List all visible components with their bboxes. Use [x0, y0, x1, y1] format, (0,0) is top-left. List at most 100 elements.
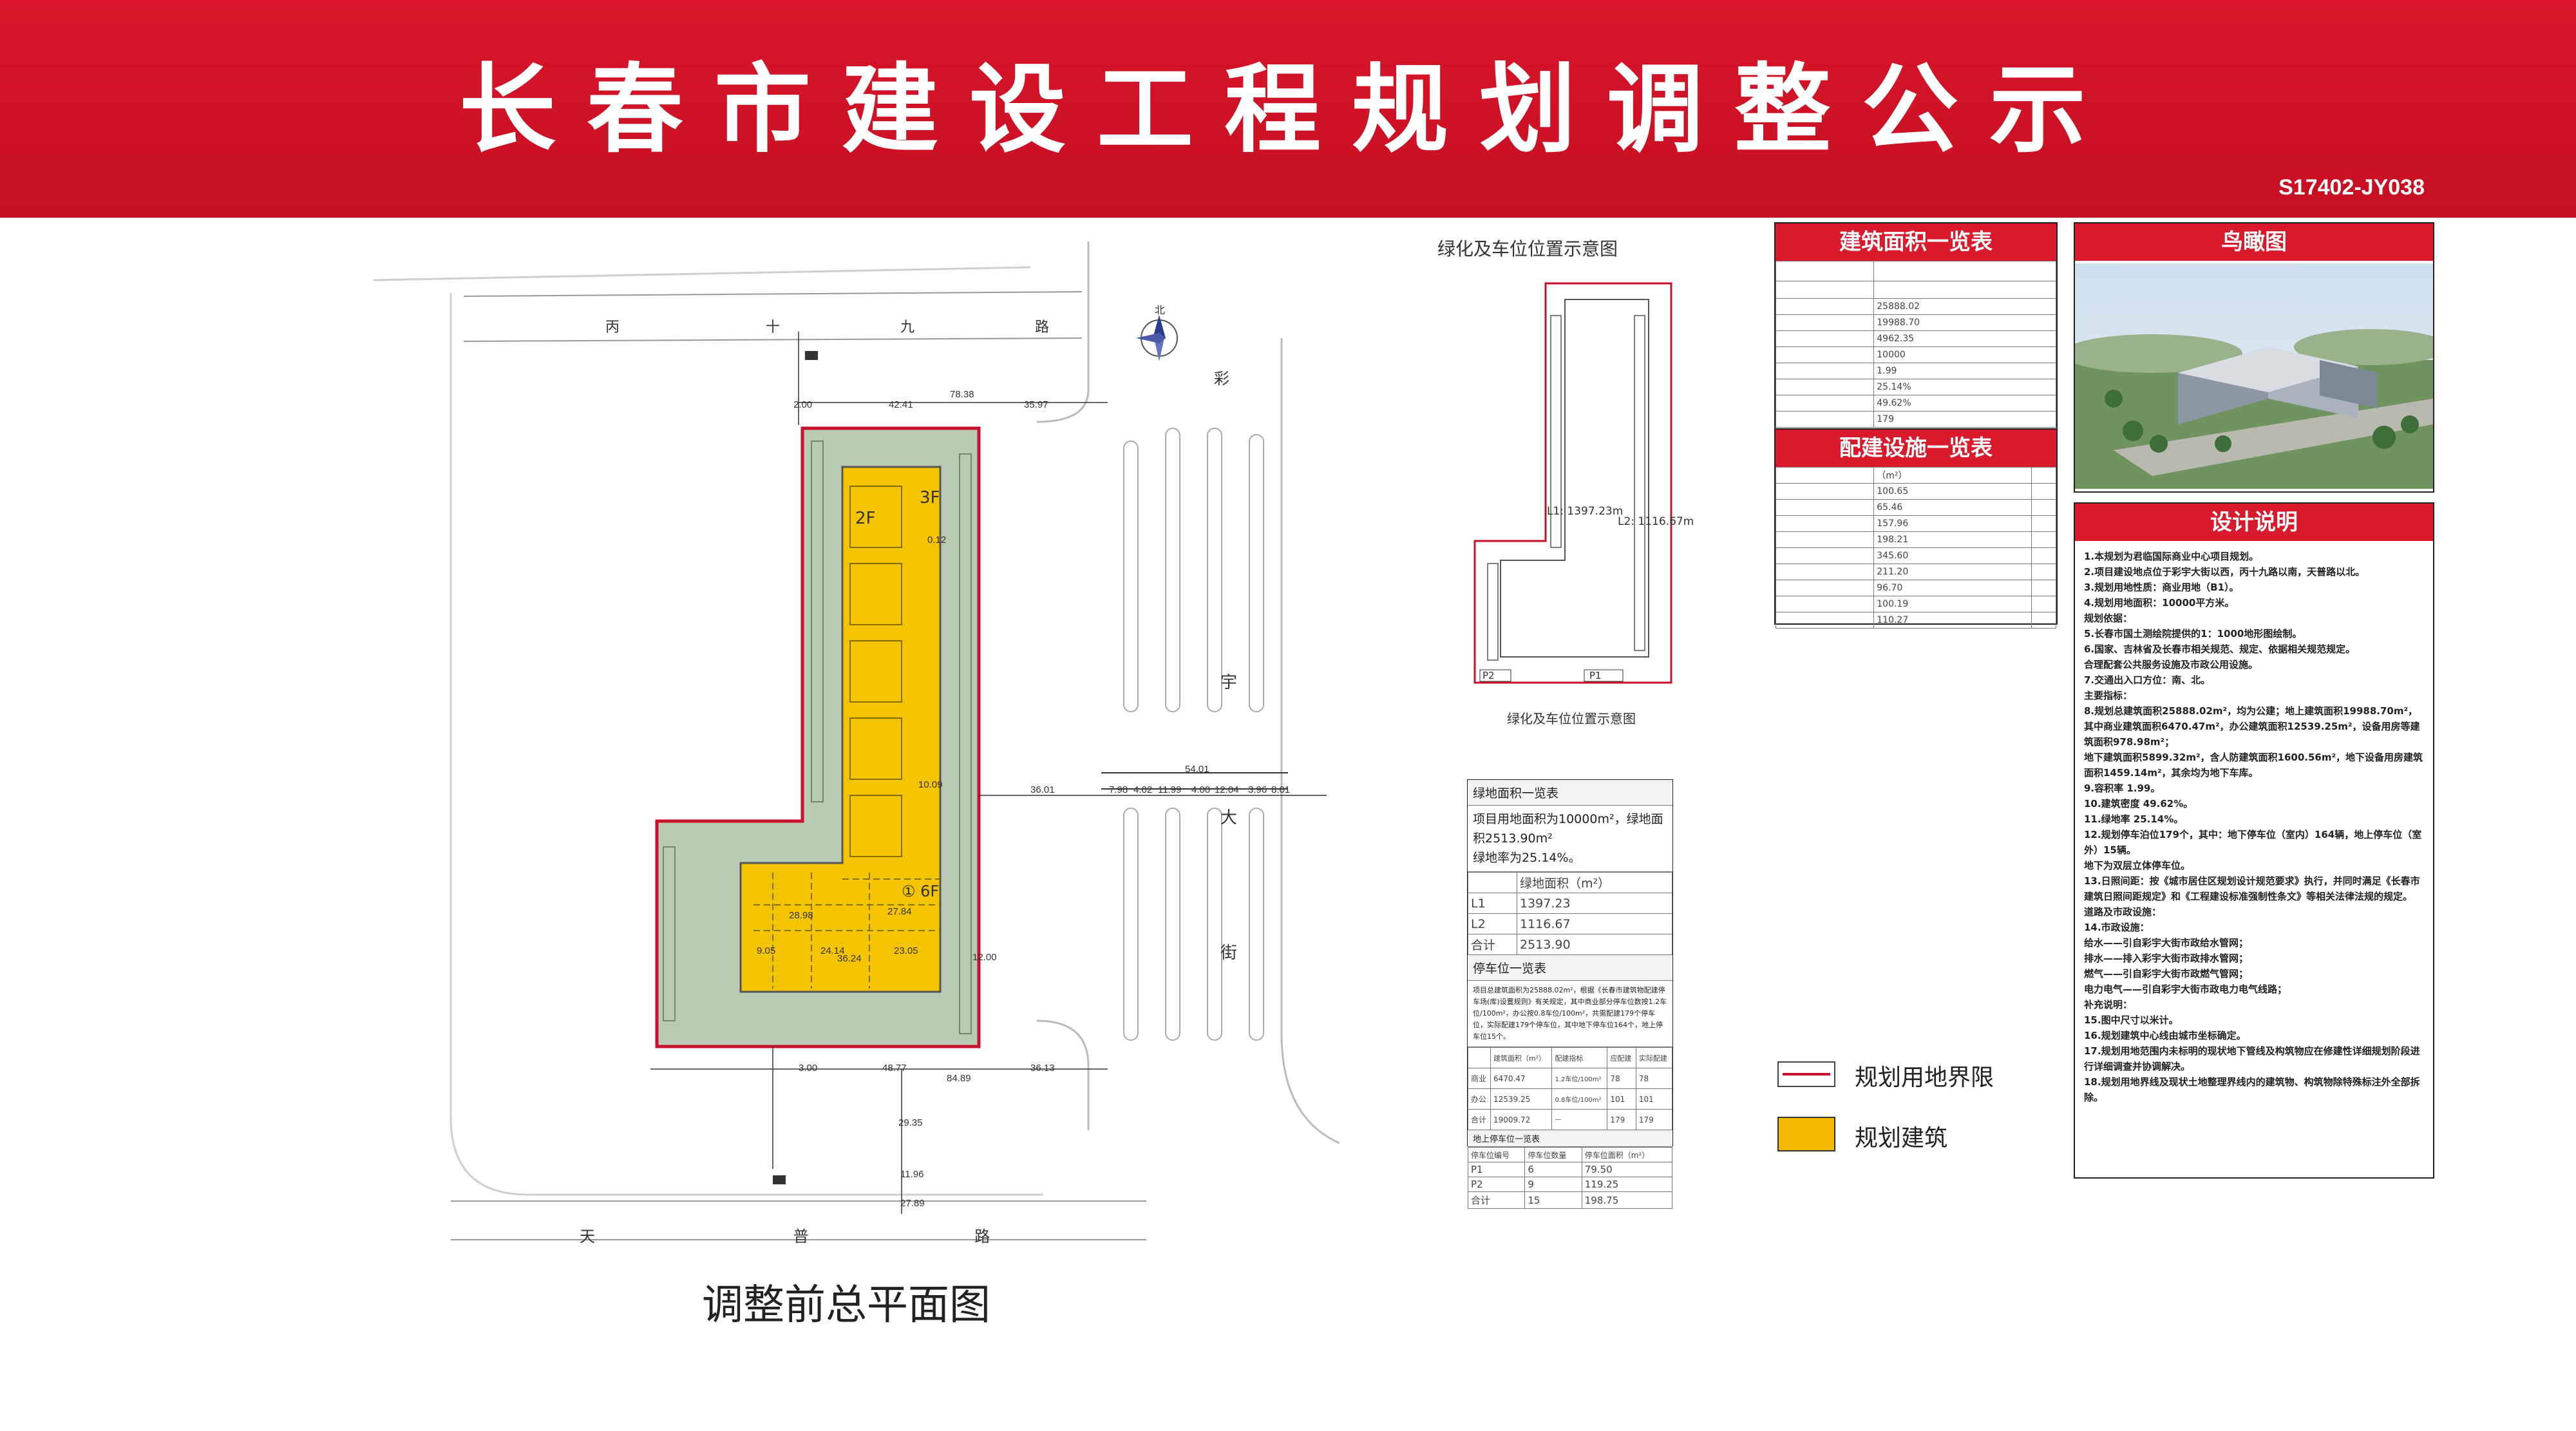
green-p1-label: P1 — [1589, 670, 1602, 681]
dim-label: 10.09 — [918, 779, 943, 790]
table-header-cell: 应配建 — [1607, 1047, 1636, 1068]
avenue-right-edge — [1280, 338, 1340, 1144]
median-strip — [1123, 441, 1139, 712]
design-note-line: 8.规划总建筑面积25888.02m²，均为公建；地上建筑面积19988.70m… — [2084, 705, 2420, 748]
green-l1-label: L1: 1397.23m — [1547, 505, 1624, 518]
facility-box: 配建设施一览表 （m²） 100.65 65.46 157.96 198.21 … — [1774, 428, 2058, 629]
facility-table: （m²） 100.65 65.46 157.96 198.21 345.60 2… — [1775, 467, 2056, 629]
table-row: P1 6 79.50 — [1467, 1162, 1673, 1177]
dim-label: 12.00 — [972, 952, 997, 963]
aerial-title: 鸟瞰图 — [2075, 223, 2433, 261]
parking-p1 — [1584, 669, 1624, 682]
table-row: 1.99 — [1775, 363, 2056, 379]
avenue-label-top: 彩 — [1214, 370, 1229, 388]
dim-label: 36.13 — [1030, 1063, 1055, 1074]
facility-title: 配建设施一览表 — [1776, 430, 2056, 467]
road-char: 十 — [766, 319, 781, 336]
green-area-table: 绿地面积（m²） L1 1397.23 L2 1116.67 合计 2513.9… — [1468, 872, 1673, 955]
dim-label: 35.97 — [1024, 399, 1048, 410]
design-note-line: 地下为双层立体停车位。 — [2084, 860, 2191, 871]
legend-boundary-label: 规划用地界限 — [1855, 1065, 1994, 1091]
dim-label: 8.01 — [1271, 784, 1291, 795]
design-note-line: 15.图中尺寸以米计。 — [2084, 1014, 2179, 1026]
table-row: 345.60 — [1775, 547, 2056, 564]
dim-label: 24.14 — [820, 945, 845, 956]
road-char: 普 — [793, 1227, 809, 1246]
table-row: P2 9 119.25 — [1467, 1177, 1673, 1192]
design-note-line: 2.项目建设地点位于彩宇大街以西，丙十九路以南，天普路以北。 — [2084, 566, 2365, 578]
table-cell: 10000 — [1873, 346, 2056, 363]
avenue-left-edge — [1036, 242, 1090, 423]
avenue-left-edge-2 — [1036, 1019, 1090, 1130]
table-cell: 179 — [1607, 1109, 1636, 1130]
table-cell: 100.65 — [1873, 483, 2032, 500]
table-cell: 9 — [1524, 1177, 1582, 1192]
area-summary-title: 建筑面积一览表 — [1776, 223, 2056, 261]
green-l2-label: L2: 1116.67m — [1618, 515, 1694, 528]
design-note-line: 燃气——引自彩宇大街市政燃气管网； — [2084, 968, 2249, 980]
north-label: 北 — [1155, 304, 1166, 316]
median-strip — [1165, 428, 1180, 712]
table-cell: 96.70 — [1873, 580, 2032, 596]
legend-building-swatch — [1777, 1117, 1835, 1151]
dim-label: 3.96 — [1248, 784, 1267, 795]
legend-building-label: 规划建筑 — [1855, 1125, 1948, 1151]
median-strip — [1123, 808, 1139, 1041]
green-plan-boundary — [1473, 282, 1672, 684]
table-header-cell: 建筑面积（m²） — [1490, 1047, 1553, 1068]
dim-label: 27.89 — [900, 1198, 925, 1209]
table-cell: 19009.72 — [1490, 1109, 1553, 1130]
page-title: 长春市建设工程规划调整公示 — [459, 53, 2117, 166]
area-summary-table: 25888.02 19988.70 4962.35 10000 1.99 25.… — [1775, 261, 2056, 428]
road-char: 大 — [1220, 808, 1238, 828]
design-note-line: 1.本规划为君临国际商业中心项目规划。 — [2084, 551, 2259, 562]
dim-label: 4.00 — [1191, 784, 1211, 795]
road-char: 路 — [1035, 319, 1050, 336]
dim-label: 42.41 — [889, 399, 913, 410]
table-cell: 79.50 — [1581, 1162, 1673, 1177]
table-header-cell: （m²） — [1873, 467, 2032, 484]
design-note-line: 合理配套公共服务设施及市政公用设施。 — [2084, 659, 2259, 670]
median-strip — [1207, 808, 1222, 1041]
middle-tables: 绿地面积一览表 项目用地面积为10000m²，绿地面积2513.90m² 绿地率… — [1467, 779, 1673, 1209]
table-cell: 100.19 — [1873, 596, 2032, 612]
median-strip — [1249, 434, 1264, 712]
dim-label: 4.02 — [1133, 784, 1153, 795]
green-p2-label: P2 — [1482, 670, 1495, 681]
parking-table-title: 停车位一览表 — [1468, 955, 1672, 981]
road-top-line-2 — [463, 337, 1083, 342]
table-row: 49.62% — [1775, 395, 2056, 412]
dim-label: 48.77 — [882, 1063, 907, 1074]
dimension-lines — [650, 332, 1327, 1214]
table-header-cell — [1468, 872, 1517, 893]
median-strip — [1165, 808, 1180, 1041]
table-row: 110.27 — [1775, 612, 2056, 629]
table-cell: 15 — [1524, 1191, 1582, 1209]
green-plan-stalls — [1487, 315, 1645, 661]
table-cell: 198.21 — [1873, 531, 2032, 548]
aerial-render — [2075, 263, 2433, 489]
table-row: 建筑面积（m²） 配建指标 应配建 实际配建 — [1468, 1047, 1673, 1068]
parking-p2 — [1479, 669, 1511, 682]
table-row: 绿地面积（m²） — [1468, 872, 1673, 893]
design-note-line: 16.规划建筑中心线由城市坐标确定。 — [2084, 1030, 2246, 1041]
table-cell: 179 — [1873, 411, 2056, 428]
floor-label-6f: ① 6F — [902, 882, 940, 900]
design-note-line: 17.规划用地范围内未标明的现状地下管线及构筑物应在修建性详细规划阶段进行详细调… — [2084, 1045, 2420, 1072]
floor-label-3f: 3F — [920, 488, 940, 507]
table-row: 办公 12539.25 0.8车位/100m² 101 101 — [1468, 1088, 1673, 1110]
table-header-cell: 停车位编号 — [1467, 1147, 1526, 1162]
dim-label: 36.01 — [1030, 784, 1055, 795]
table-row: 4962.35 — [1775, 330, 2056, 347]
table-row: （m²） — [1775, 467, 2056, 484]
table-cell: 12539.25 — [1490, 1088, 1553, 1110]
table-row: 合计 19009.72 — 179 179 — [1468, 1109, 1673, 1130]
table-cell: 25.14% — [1873, 379, 2056, 395]
table-row: 停车位编号 停车位数量 停车位面积（m²） — [1467, 1147, 1673, 1162]
dim-label: 84.89 — [947, 1073, 971, 1084]
table-row: 合计 15 198.75 — [1467, 1191, 1673, 1209]
table-cell: 179 — [1635, 1109, 1673, 1130]
table-cell: 157.96 — [1873, 515, 2032, 532]
table-row: L1 1397.23 — [1468, 893, 1673, 914]
design-note-line: 给水——引自彩宇大街市政给水管网； — [2084, 937, 2249, 949]
